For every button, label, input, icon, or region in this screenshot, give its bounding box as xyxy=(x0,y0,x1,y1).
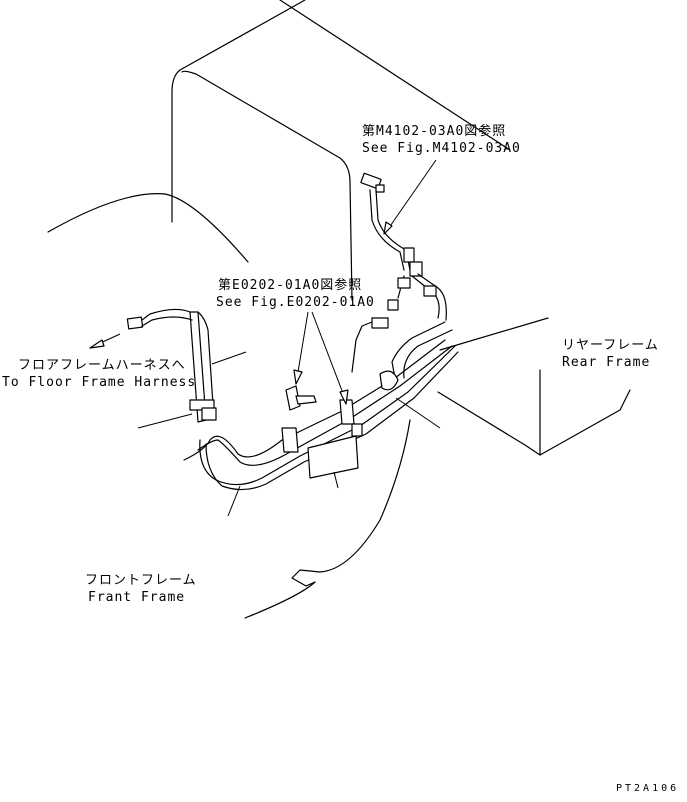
front-frame-jp-label: フロントフレーム xyxy=(85,573,197,588)
ref-e0202-jp-label: 第E0202-01A0図参照 xyxy=(218,278,363,293)
floor-harness-branch xyxy=(126,308,193,330)
rear-frame-outline xyxy=(437,317,631,456)
floor-harness-en-label: To Floor Frame Harness xyxy=(2,375,197,390)
clamps xyxy=(281,370,399,453)
rear-frame-en-label: Rear Frame xyxy=(562,355,651,370)
bolt xyxy=(285,385,317,411)
upper-harness xyxy=(351,172,447,373)
rear-frame-jp-label: リヤーフレーム xyxy=(562,338,659,353)
ref-e0202-en-label: See Fig.E0202-01A0 xyxy=(216,295,375,310)
leader-lines xyxy=(89,159,441,517)
ref-m4102-en-label: See Fig.M4102-03A0 xyxy=(362,141,521,156)
front-frame-en-label: Frant Frame xyxy=(88,590,186,605)
left-pipe xyxy=(189,311,217,423)
floor-harness-jp-label: フロアフレームハーネスへ xyxy=(18,358,186,373)
drawing-code: PT2A106 xyxy=(616,783,680,794)
bracket-plate xyxy=(307,435,359,479)
cab-body-outline xyxy=(47,0,511,301)
front-frame-outline xyxy=(244,419,411,619)
ref-m4102-jp-label: 第M4102-03A0図参照 xyxy=(362,124,507,139)
main-harness xyxy=(183,321,459,491)
